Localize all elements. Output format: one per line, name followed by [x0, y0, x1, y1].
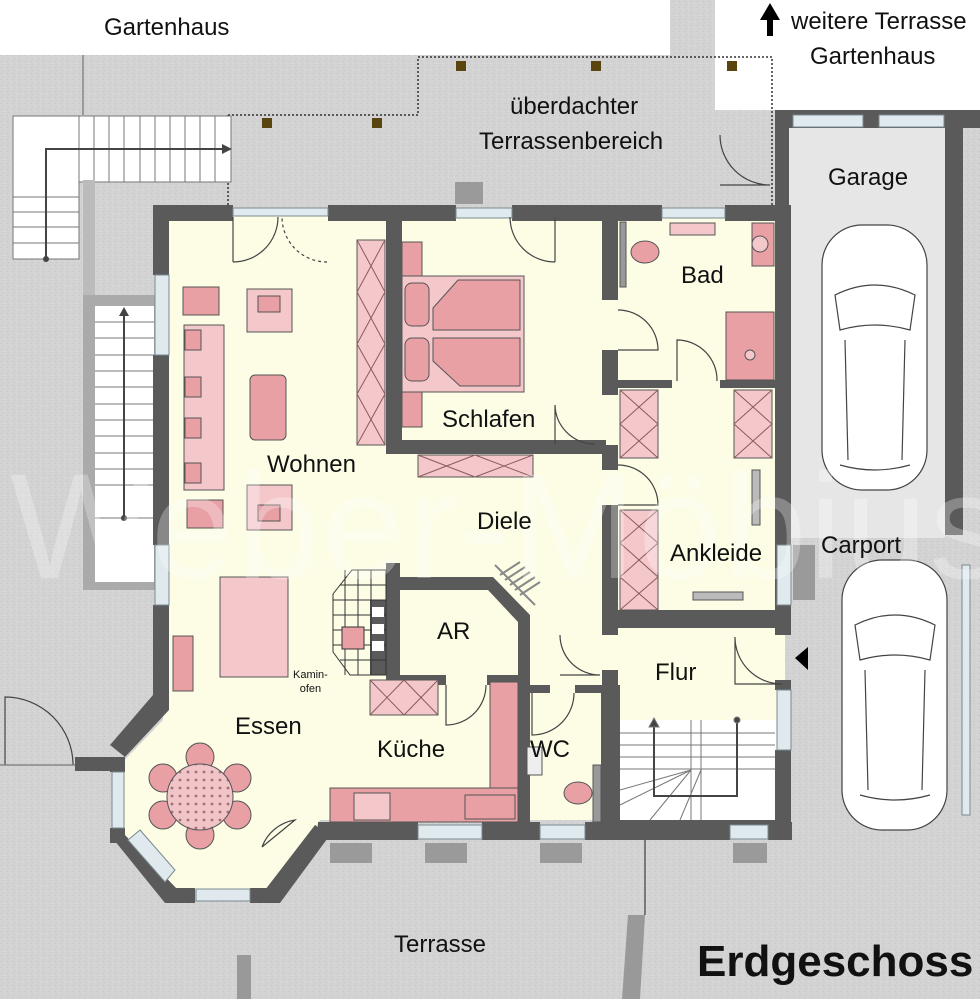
- label-weitere-gartenhaus: Gartenhaus: [810, 43, 936, 70]
- post: [456, 61, 466, 71]
- carport-car: [841, 559, 948, 831]
- label-terrasse: Terrasse: [394, 931, 487, 958]
- room-wohnen: Wohnen: [267, 451, 356, 478]
- garage-car: [821, 224, 928, 491]
- room-ar: AR: [437, 618, 471, 645]
- room-ankleide: Ankleide: [670, 540, 763, 567]
- post: [262, 118, 272, 128]
- windows: [111, 114, 971, 902]
- room-wc: WC: [530, 736, 570, 763]
- room-essen: Essen: [235, 713, 302, 740]
- garden-stairs: [12, 115, 232, 262]
- walls: [75, 110, 980, 903]
- entrance-marker-icon: [795, 647, 808, 670]
- doors: [0, 134, 783, 848]
- label-kaminofen-line2: ofen: [299, 683, 322, 696]
- room-bad: Bad: [681, 262, 724, 289]
- bathroom-fixtures: [619, 221, 775, 611]
- side-stairs: [83, 180, 155, 590]
- interior-stairs: [619, 716, 775, 821]
- fireplace: [332, 569, 387, 676]
- hall-radiator: [494, 561, 541, 606]
- room-kueche: Küche: [377, 736, 446, 763]
- room-flur: Flur: [655, 659, 697, 686]
- room-diele: Diele: [477, 508, 532, 535]
- plan-title: Erdgeschoss: [697, 937, 974, 986]
- label-weitere-terrasse: weitere Terrasse: [791, 8, 967, 35]
- label-kaminofen: Kamin- ofen: [293, 668, 328, 697]
- kitchen-dining-furniture: [148, 679, 602, 850]
- label-ueberdacht: überdachter: [510, 93, 639, 120]
- stairwell: [620, 720, 780, 820]
- bedroom-furniture: [401, 241, 534, 478]
- label-carport: Carport: [821, 532, 902, 559]
- exterior-shutters: [330, 182, 815, 863]
- post: [372, 118, 382, 128]
- label-kaminofen-line1: Kamin-: [293, 669, 328, 681]
- label-terrassenbereich: Terrassenbereich: [479, 128, 664, 155]
- post: [727, 61, 737, 71]
- living-room-furniture: [172, 239, 386, 692]
- arrow-up-icon: [760, 3, 780, 36]
- path: [237, 840, 646, 999]
- label-gartenhaus: Gartenhaus: [104, 14, 230, 41]
- post: [591, 61, 601, 71]
- label-garage: Garage: [828, 164, 909, 191]
- room-schlafen: Schlafen: [442, 406, 536, 433]
